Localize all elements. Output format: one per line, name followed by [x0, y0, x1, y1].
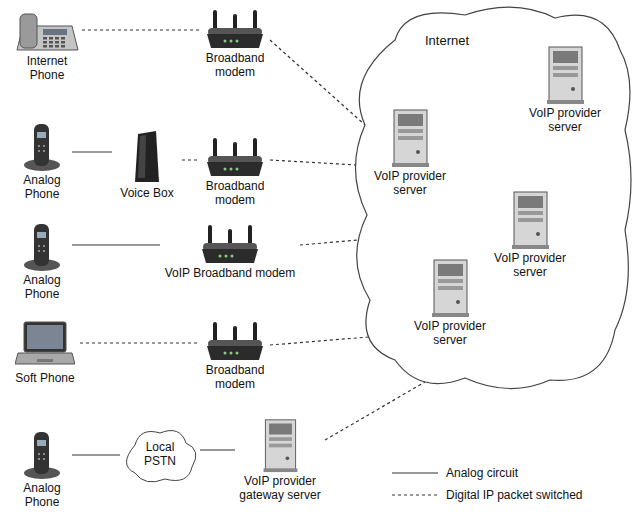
internet-cloud: InternetVoIP provider serverVoIP provide… [345, 0, 637, 400]
server-icon [428, 258, 473, 318]
device-label: VoIP provider gateway server [235, 475, 325, 503]
device-label: Analog Phone [12, 274, 72, 302]
desk-node: Internet Phone [12, 8, 82, 83]
legend-text: Digital IP packet switched [446, 488, 583, 502]
device-label: VoIP Broadband modem [160, 267, 300, 281]
legend-row: Analog circuit [392, 462, 583, 484]
device-label: Broadband modem [200, 180, 270, 208]
device-label: VoIP provider server [405, 320, 495, 348]
voicebox-node: Voice Box [112, 130, 182, 201]
device-label: Analog Phone [12, 482, 72, 510]
analog-link [72, 454, 120, 455]
voicebox-icon [132, 130, 162, 185]
cloud-outline [345, 0, 637, 400]
analog-link [72, 244, 160, 245]
digital-link [80, 342, 200, 343]
digital-link [300, 240, 359, 245]
analog-link [72, 151, 112, 152]
server-node: VoIP provider server [405, 258, 495, 348]
analog-link [200, 449, 235, 450]
device-label: Broadband modem [200, 52, 270, 80]
cloud-label: Internet [425, 34, 469, 49]
legend-row: Digital IP packet switched [392, 484, 583, 506]
server-icon [258, 418, 303, 473]
modem-icon [205, 138, 265, 178]
laptop-icon [15, 320, 75, 370]
digital-link [182, 159, 200, 160]
pstn-cloud: Local PSTN [120, 425, 200, 485]
modem-node: VoIP Broadband modem [160, 225, 300, 281]
device-label: Soft Phone [10, 372, 80, 386]
server-icon [388, 108, 433, 168]
digital-link [82, 29, 200, 30]
laptop-node: Soft Phone [10, 320, 80, 386]
digital-link [270, 337, 369, 345]
analog-node: Analog Phone [12, 122, 72, 202]
analog-icon [22, 122, 62, 172]
device-label: Analog Phone [12, 174, 72, 202]
device-label: VoIP provider server [485, 252, 575, 280]
modem-node: Broadband modem [200, 322, 270, 392]
device-label: Broadband modem [200, 364, 270, 392]
server-icon [543, 45, 588, 105]
server-node: VoIP provider gateway server [235, 418, 325, 503]
server-icon [508, 190, 553, 250]
modem-node: Broadband modem [200, 10, 270, 80]
legend-line-sample [392, 490, 438, 500]
analog-icon [22, 430, 62, 480]
digital-link [270, 160, 357, 165]
cloud-label: Local PSTN [137, 441, 183, 469]
modem-node: Broadband modem [200, 138, 270, 208]
legend: Analog circuitDigital IP packet switched [392, 462, 583, 506]
modem-icon [205, 322, 265, 362]
legend-text: Analog circuit [446, 466, 518, 480]
server-node: VoIP provider server [365, 108, 455, 198]
desk-icon [15, 8, 80, 53]
modem-icon [205, 10, 265, 50]
device-label: VoIP provider server [520, 107, 610, 135]
device-label: Voice Box [112, 187, 182, 201]
digital-link [325, 382, 425, 440]
legend-line-sample [392, 468, 438, 478]
analog-icon [22, 222, 62, 272]
server-node: VoIP provider server [485, 190, 575, 280]
server-node: VoIP provider server [520, 45, 610, 135]
analog-node: Analog Phone [12, 222, 72, 302]
device-label: VoIP provider server [365, 170, 455, 198]
analog-node: Analog Phone [12, 430, 72, 510]
device-label: Internet Phone [12, 55, 82, 83]
modem-icon [200, 225, 260, 265]
digital-link [270, 40, 365, 125]
